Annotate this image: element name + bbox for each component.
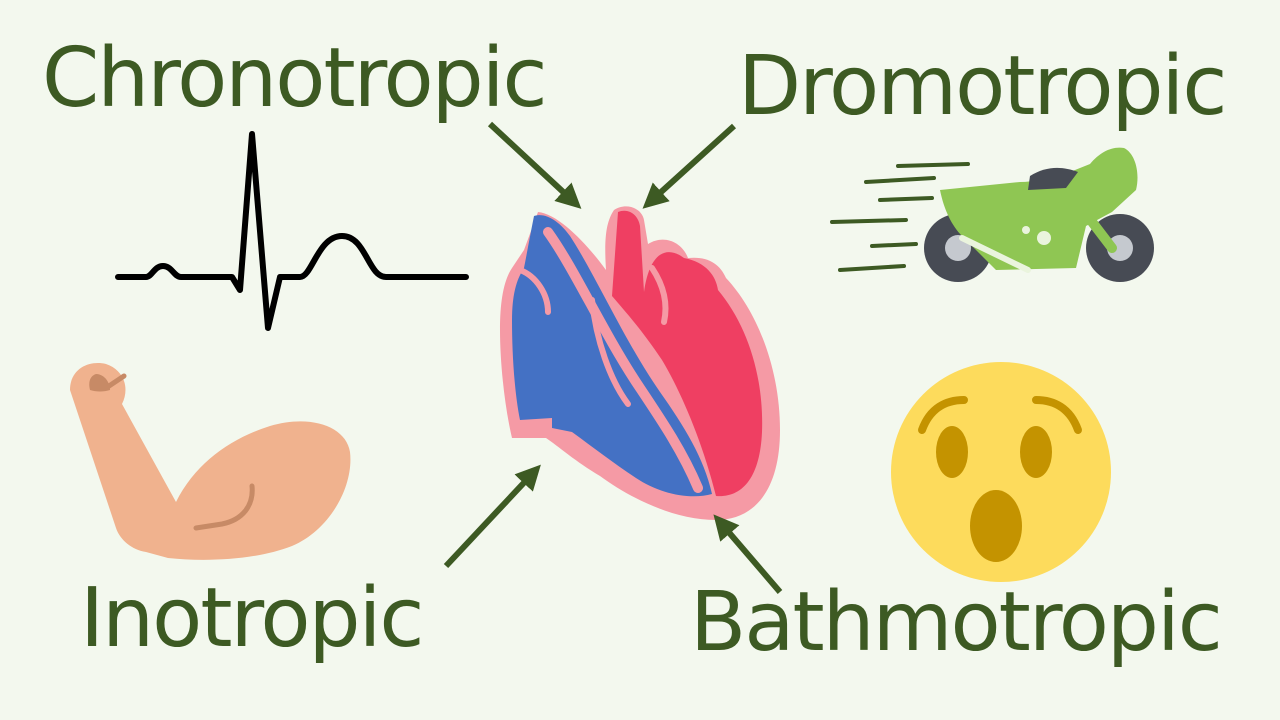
label-inotropic: Inotropic: [80, 571, 424, 666]
arrow-dromotropic: [642, 123, 737, 209]
arrow-inotropic: [443, 464, 541, 569]
flexed-bicep-icon: [70, 363, 351, 560]
arrows: [443, 121, 783, 594]
label-bathmotropic: Bathmotropic: [690, 575, 1223, 670]
arrow-chronotropic: [487, 121, 582, 209]
surprised-face-icon: [891, 362, 1111, 582]
anatomical-heart-icon: [500, 206, 780, 520]
arrow-bathmotropic: [713, 514, 783, 594]
speeding-motorcycle-icon: [830, 147, 1154, 282]
ecg-waveform-icon: [115, 131, 469, 331]
label-dromotropic: Dromotropic: [738, 39, 1227, 134]
label-chronotropic: Chronotropic: [42, 31, 548, 126]
